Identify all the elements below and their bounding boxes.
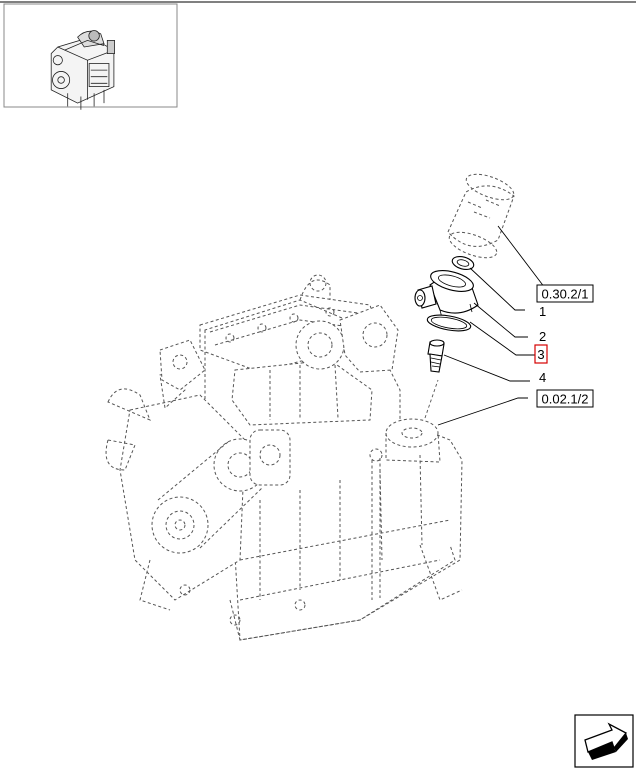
part-3-o-ring [426, 314, 472, 332]
part-4-threaded-nipple [427, 339, 445, 373]
part-1-seal-ring [451, 255, 475, 271]
assembly-axis [424, 379, 439, 419]
callout-3: 3 [537, 347, 544, 362]
callout-4[interactable]: 4 [539, 370, 546, 385]
reference-box-filter[interactable]: 0.30.2/1 [536, 284, 594, 303]
reference-box-engine[interactable]: 0.02.1/2 [536, 389, 594, 408]
oil-filter-cartridge [447, 173, 515, 259]
part-2-filter-housing [414, 270, 479, 319]
engine-thumbnail-icon[interactable] [3, 3, 178, 110]
engine-ghost-outline [105, 274, 463, 641]
callout-1[interactable]: 1 [539, 304, 546, 319]
next-page-arrow-icon[interactable] [574, 714, 634, 768]
callout-3-highlight[interactable]: 3 [534, 344, 548, 364]
reference-engine-label: 0.02.1/2 [542, 392, 589, 407]
callout-2[interactable]: 2 [539, 329, 546, 344]
reference-filter-label: 0.30.2/1 [542, 287, 589, 302]
